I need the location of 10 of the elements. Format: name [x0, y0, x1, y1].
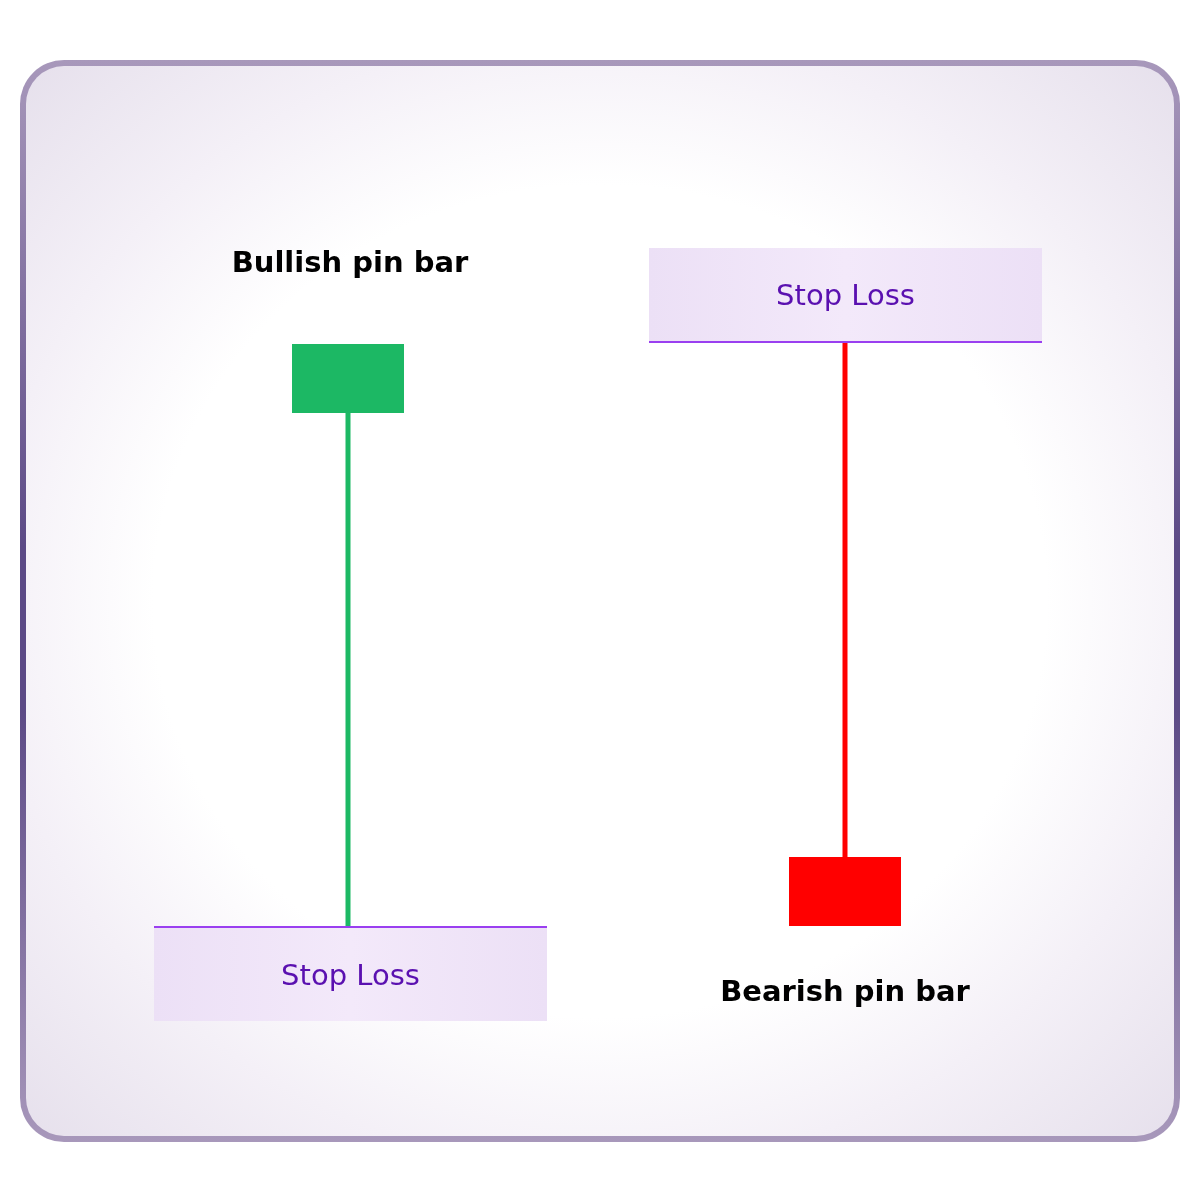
- node-text: Stop Loss: [281, 957, 420, 992]
- candle-wick: [842, 343, 848, 857]
- stop-loss-box: [649, 248, 1042, 343]
- node-text: Stop Loss: [776, 277, 915, 312]
- candle-body: [292, 344, 404, 413]
- candle-wick: [345, 413, 351, 926]
- candle-body: [789, 857, 901, 926]
- candle-caption: Bullish pin bar: [231, 245, 469, 279]
- stop-loss-box: [154, 926, 547, 1021]
- candle-caption: Bearish pin bar: [720, 974, 970, 1008]
